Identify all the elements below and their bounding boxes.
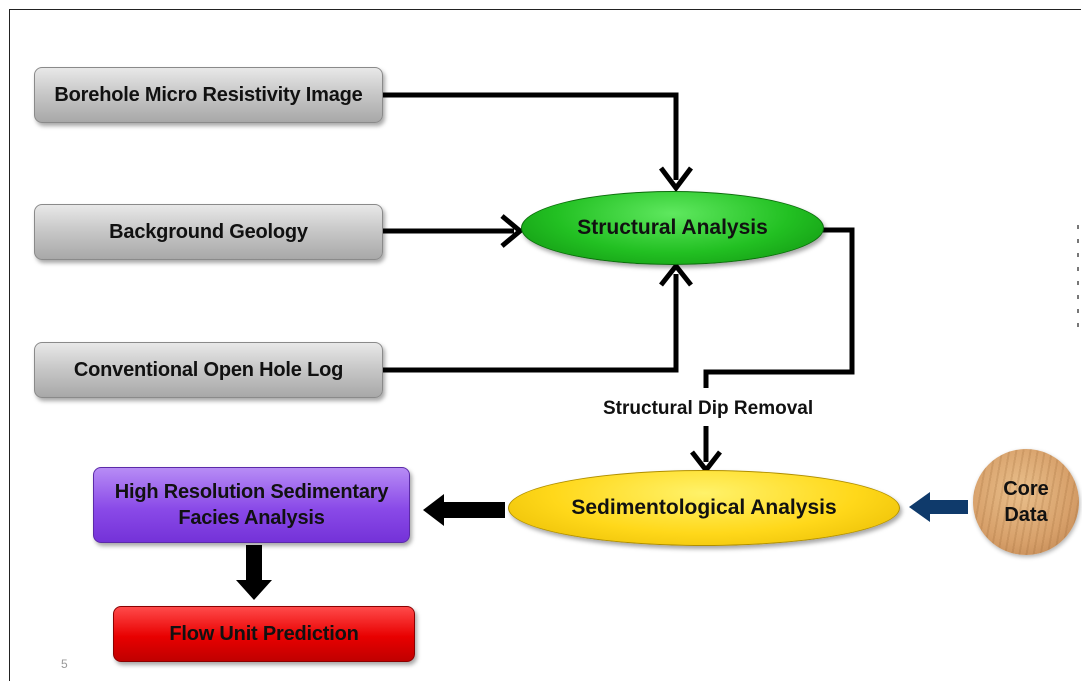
node-core-data-line2: Data (1004, 504, 1048, 526)
node-background-geology: Background Geology (34, 204, 383, 260)
node-core-data: Core Data (973, 449, 1079, 555)
node-facies-analysis: High Resolution Sedimentary Facies Analy… (93, 467, 410, 543)
block-arrow-sed-to-facies (423, 494, 505, 526)
arrowhead-geology (500, 214, 524, 248)
cropped-edge-marks (1077, 225, 1081, 375)
node-flow-unit-prediction: Flow Unit Prediction (113, 606, 415, 662)
node-open-hole-log: Conventional Open Hole Log (34, 342, 383, 398)
connector-borehole-to-structural (383, 92, 679, 180)
node-sedimentological-analysis: Sedimentological Analysis (508, 470, 900, 546)
block-arrow-facies-to-flow (236, 545, 272, 600)
node-core-data-line1: Core (1003, 478, 1049, 500)
node-facies-line2: Facies Analysis (178, 507, 325, 529)
node-structural-analysis-label: Structural Analysis (577, 216, 768, 239)
connector-structural-to-dip (703, 227, 855, 388)
arrowhead-openhole (659, 261, 693, 287)
slide-number: 5 (61, 657, 68, 671)
node-facies-line1: High Resolution Sedimentary (114, 481, 389, 503)
block-arrow-core-to-sed (909, 492, 968, 522)
node-background-geology-label: Background Geology (109, 221, 308, 243)
node-sedimentological-analysis-label: Sedimentological Analysis (571, 496, 837, 519)
node-open-hole-log-label: Conventional Open Hole Log (73, 359, 344, 381)
node-borehole-label: Borehole Micro Resistivity Image (54, 84, 363, 106)
arrowhead-borehole (659, 166, 693, 193)
node-borehole-image: Borehole Micro Resistivity Image (34, 67, 383, 123)
node-flow-unit-label: Flow Unit Prediction (169, 623, 359, 645)
node-structural-analysis: Structural Analysis (521, 191, 824, 265)
edge-label-dip-removal: Structural Dip Removal (603, 398, 814, 419)
connector-openhole-to-structural (383, 274, 679, 373)
